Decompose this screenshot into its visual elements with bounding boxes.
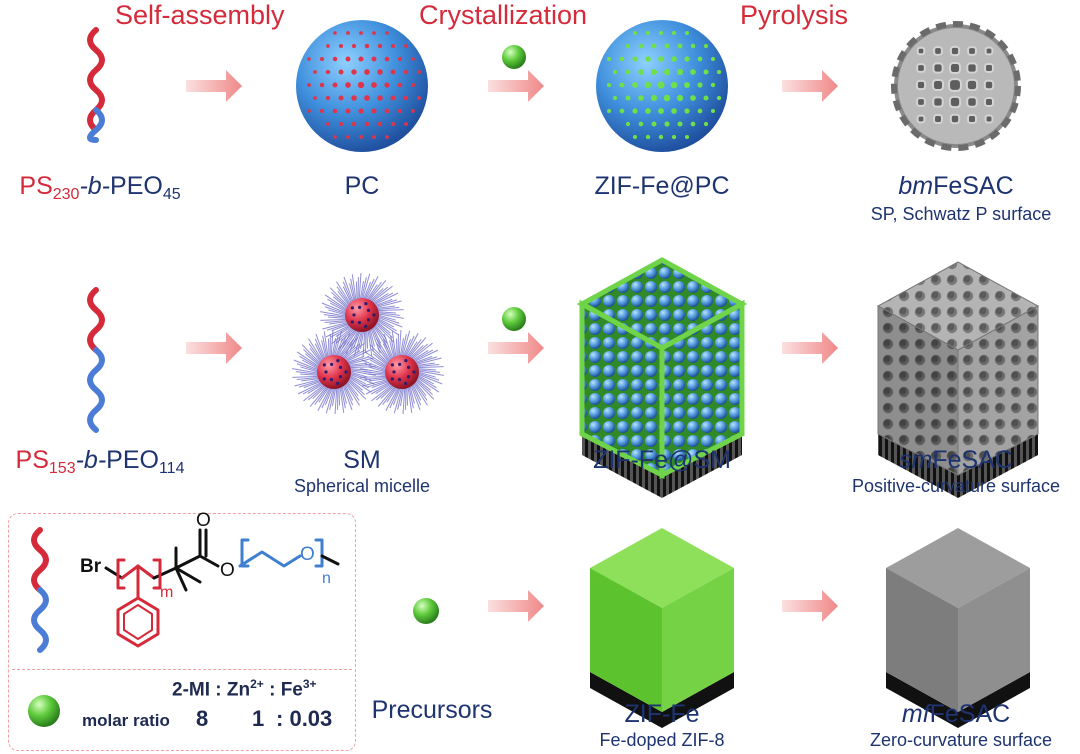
arrow-r3-1 [488,590,544,622]
template-label-sm: SM [343,446,381,474]
arrow-r2-1 [186,332,242,364]
zif-fe-green-polyhedron [590,528,734,728]
template-desc-sm: Spherical micelle [293,476,431,496]
pc-sphere [296,20,428,152]
precursor-box-divider [12,669,352,670]
stage-title-crystallization: Crystallization [419,0,588,30]
structure-br: Br [80,556,102,577]
structure-o-ether: O [300,544,315,565]
product-label-mffesac: mfFeSAC [901,700,1011,728]
ratio-value-2mi: 8 [196,706,209,731]
chemical-structure [104,528,340,648]
zif-fe-sm-polyhedron [576,257,748,498]
structure-m: m [160,584,174,601]
structure-o-carbonyl: O [196,510,211,531]
arrow-r2-2 [488,332,544,364]
polymer-label-row1: PS230-b-PEO45 [19,172,181,203]
product-label-smfesac: smFeSAC [899,446,1013,474]
polymer-chain-row1 [87,27,105,143]
polymer-label-row2: PS153-b-PEO114 [15,446,185,477]
template-label-pc: PC [344,172,380,200]
arrow-r2-3 [782,332,838,364]
ratio-header: 2-MI : Zn2+ : Fe3+ [172,677,317,701]
precursor-dot-row2 [502,307,526,331]
structure-o-ester: O [220,560,235,581]
mffesac-gray-polyhedron [886,528,1030,728]
precursors-label: Precursors [371,696,493,724]
spherical-micelle-cluster [292,272,444,415]
product-label-bmfesac: bmFeSAC [898,172,1014,200]
arrow-r1-1 [186,70,242,102]
intermediate-label-zif-fe: ZIF-Fe [624,700,700,728]
smfesac-polyhedron [876,261,1040,498]
precursor-dot-row3 [413,598,439,624]
polymer-chain-row3 [31,527,49,653]
arrow-r1-2 [488,70,544,102]
structure-n: n [322,570,331,587]
product-desc-smfesac: Positive-curvature surface [851,476,1061,496]
polymer-chain-row2 [87,287,105,433]
stage-title-pyrolysis: Pyrolysis [740,0,849,30]
intermediate-label-zif-fe-sm: ZIF-Fe@SM [593,446,731,474]
bmfesac-porous-sphere [891,21,1021,151]
arrow-r3-2 [782,590,838,622]
product-desc-mffesac: Zero-curvature surface [869,730,1053,750]
intermediate-label-zif-fe-pc: ZIF-Fe@PC [594,172,730,200]
precursor-dot-box [28,695,60,727]
zif-fe-pc-sphere [596,20,728,152]
arrow-r1-3 [782,70,838,102]
precursor-dot-row1 [502,45,526,69]
product-desc-bmfesac: SP, Schwatz P surface [870,204,1052,224]
ratio-value-zn: 1 [252,706,265,731]
ratio-value-fe: : 0.03 [276,706,333,731]
precursor-box [8,513,356,751]
intermediate-desc-zif-fe: Fe-doped ZIF-8 [599,730,725,750]
ratio-label: molar ratio [82,711,170,730]
stage-title-self-assembly: Self-assembly [115,0,285,30]
